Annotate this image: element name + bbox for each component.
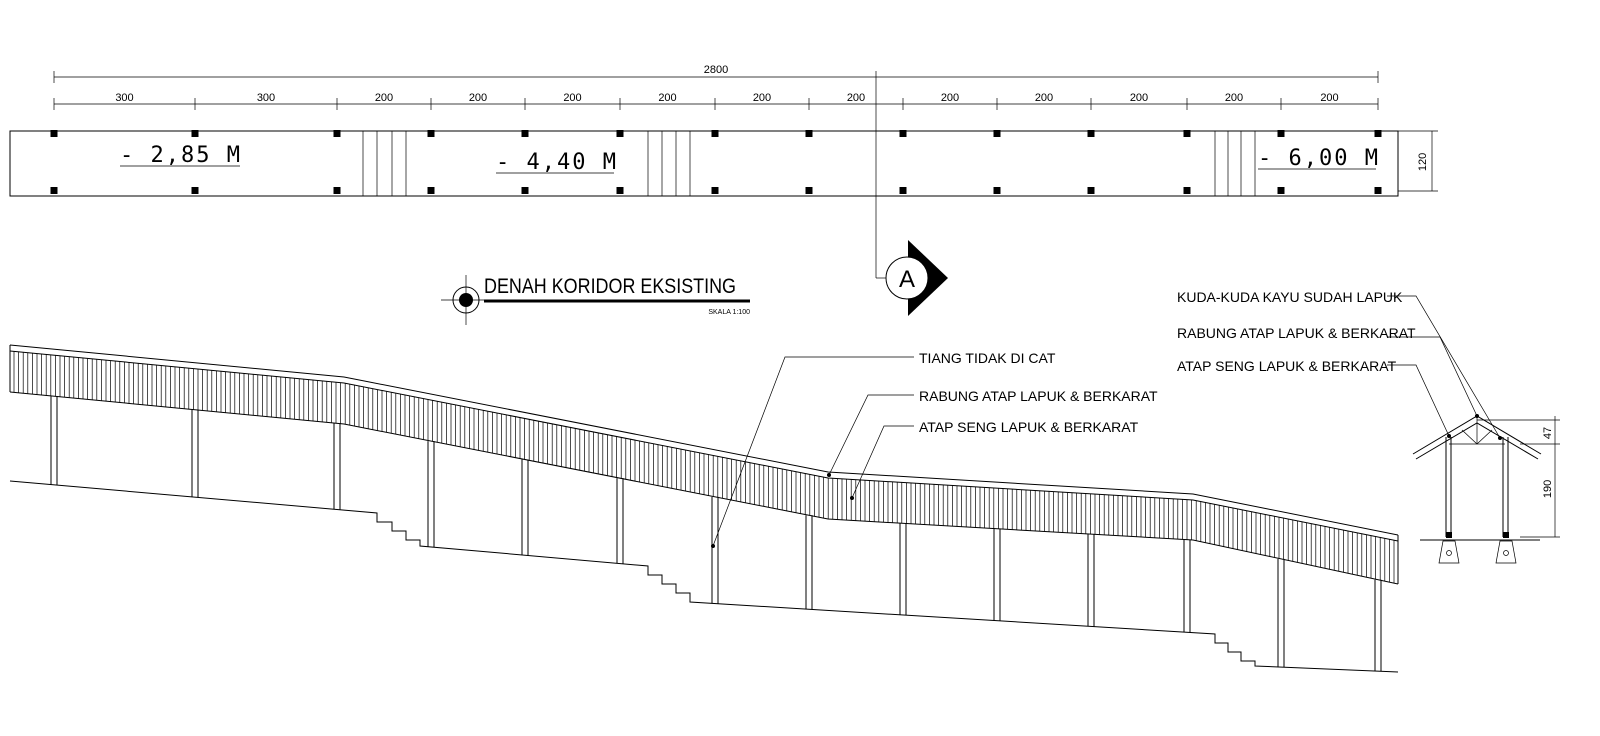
plan-column: [616, 187, 624, 194]
section-note-ridge: RABUNG ATAP LAPUK & BERKARAT: [1177, 325, 1416, 341]
section-marker: A: [875, 71, 948, 316]
plan-scale: SKALA 1:100: [708, 309, 750, 316]
level-label-1: - 2,85 M: [120, 143, 242, 168]
segment-dimension-label: 200: [563, 92, 581, 104]
elevation-pillar: [521, 459, 529, 556]
segment-dimension-label: 200: [941, 92, 959, 104]
segment-dimension-label: 300: [257, 92, 275, 104]
width-dimension-label: 120: [1417, 153, 1429, 171]
section-note-truss: KUDA-KUDA KAYU SUDAH LAPUK: [1177, 289, 1403, 305]
corridor-plan-outline: [9, 130, 1399, 197]
plan-column: [191, 130, 199, 137]
segment-dimension-label: 200: [658, 92, 676, 104]
plan-column: [616, 130, 624, 137]
plan-column: [333, 187, 341, 194]
plan-column: [1374, 130, 1382, 137]
level-label-2: - 4,40 M: [496, 150, 618, 175]
plan-column: [899, 187, 907, 194]
level-label-3: - 6,00 M: [1258, 146, 1380, 171]
plan-column: [1183, 130, 1191, 137]
segment-dimension-label: 300: [115, 92, 133, 104]
plan-column: [805, 130, 813, 137]
overall-dimension-label: 2800: [704, 64, 728, 76]
elevation-note-roof: ATAP SENG LAPUK & BERKARAT: [919, 419, 1139, 435]
segment-dimension-label: 200: [847, 92, 865, 104]
plan-columns: [50, 130, 1382, 194]
plan-column: [333, 130, 341, 137]
segment-dimension-label: 200: [753, 92, 771, 104]
plan-column: [191, 187, 199, 194]
elevation-pillar: [1277, 558, 1285, 668]
plan-column: [1374, 187, 1382, 194]
plan-column: [50, 130, 58, 137]
overall-dimension-line: 2800: [53, 64, 1379, 83]
plan-column: [1087, 187, 1095, 194]
elevation-pillar: [1087, 534, 1095, 627]
elevation-pillar: [1183, 539, 1191, 633]
elevation-note-ridge: RABUNG ATAP LAPUK & BERKARAT: [919, 388, 1158, 404]
plan-column: [1087, 130, 1095, 137]
elevation-pillar: [899, 523, 907, 615]
elevation-pillar: [427, 441, 435, 547]
section-dim-height: 190: [1542, 480, 1554, 498]
section-dim-roof: 47: [1542, 427, 1554, 439]
elevation-note-pillar: TIANG TIDAK DI CAT: [919, 350, 1056, 366]
plan-view: 2800 300 300 200 200 200 200 200 200 200 200 200 20…: [9, 64, 1438, 325]
elevation-pillar: [805, 515, 813, 610]
width-dimension: 120: [1398, 130, 1438, 192]
plan-column: [427, 130, 435, 137]
plan-column: [805, 187, 813, 194]
plan-column: [1183, 187, 1191, 194]
roof-hatch: [13, 351, 1395, 584]
plan-column: [899, 130, 907, 137]
segment-dimension-line: 300 300 200 200 200 200 200 200 200 200 200 200 200: [53, 92, 1379, 110]
plan-column: [1277, 130, 1285, 137]
segment-dimension-label: 200: [375, 92, 393, 104]
ground-line: [9, 480, 1399, 673]
plan-title-block: DENAH KORIDOR EKSISTING SKALA 1:100: [441, 275, 750, 325]
elevation-pillar: [616, 478, 624, 564]
segment-dimension-label: 200: [1320, 92, 1338, 104]
elevation-pillar: [711, 496, 719, 604]
plan-column: [50, 187, 58, 194]
segment-dimension-label: 200: [1225, 92, 1243, 104]
plan-column: [711, 130, 719, 137]
plan-column: [993, 130, 1001, 137]
plan-column: [521, 130, 529, 137]
segment-dimension-label: 200: [1035, 92, 1053, 104]
plan-column: [521, 187, 529, 194]
plan-steps: [362, 131, 1256, 196]
corridor-elevation: TIANG TIDAK DI CAT RABUNG ATAP LAPUK & B…: [9, 344, 1399, 673]
elevation-pillar: [993, 528, 1001, 621]
section-marker-label: A: [899, 266, 915, 293]
corridor-cross-section: 47 190 KUDA-KUDA KAYU SUDAH LAPUK RABUNG…: [1177, 289, 1560, 564]
plan-column: [993, 187, 1001, 194]
plan-column: [1277, 187, 1285, 194]
elevation-pillar: [1374, 579, 1382, 672]
elevation-pillar: [333, 423, 341, 510]
plan-title: DENAH KORIDOR EKSISTING: [484, 275, 736, 298]
elevation-pillar: [191, 409, 199, 498]
segment-dimension-label: 200: [1130, 92, 1148, 104]
segment-dimension-label: 200: [469, 92, 487, 104]
plan-column: [711, 187, 719, 194]
section-note-roof: ATAP SENG LAPUK & BERKARAT: [1177, 358, 1397, 374]
elevation-pillars: [50, 396, 1382, 672]
plan-column: [427, 187, 435, 194]
elevation-pillar: [50, 396, 58, 485]
